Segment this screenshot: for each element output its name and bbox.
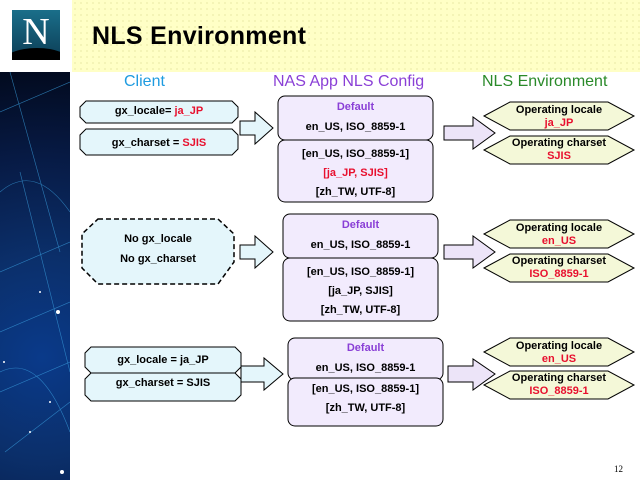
client-charset-label: gx_charset = SJIS — [115, 377, 211, 389]
env-locale-value: ja_JP — [544, 117, 574, 129]
config-list-box — [277, 139, 434, 203]
env-locale-hex — [482, 337, 636, 367]
column-heading-client: Client — [124, 73, 165, 90]
client-locale-key: gx_locale= — [114, 105, 175, 117]
config-default-value: en_US, ISO_8859-1 — [305, 121, 406, 133]
client-charset-label: gx_charset = SJIS — [80, 137, 238, 149]
client-no-charset-label: No gx_charset — [120, 253, 196, 265]
env-charset-label: Operating charset — [511, 255, 607, 267]
slide-title: NLS Environment — [92, 22, 307, 50]
config-default-value: en_US, ISO_8859-1 — [315, 362, 416, 374]
arrow-icon — [443, 116, 496, 150]
client-locale-label: gx_locale = ja_JP — [117, 354, 209, 366]
decorative-star-map-sidebar — [0, 72, 70, 480]
env-charset-label: Operating charset — [511, 372, 607, 384]
client-box-charset — [84, 372, 242, 402]
arrow-icon — [239, 110, 274, 146]
star-chart-lines — [0, 72, 70, 474]
client-box-charset — [79, 128, 239, 156]
env-locale-label: Operating locale — [515, 104, 603, 116]
client-box-empty — [81, 218, 235, 285]
client-no-locale-label: No gx_locale — [124, 233, 192, 245]
client-locale-label: gx_locale= ja_JP — [80, 105, 238, 117]
env-locale-label: Operating locale — [515, 222, 603, 234]
netscape-logo: N — [12, 10, 60, 60]
config-default-label: Default — [341, 219, 380, 231]
config-default-value: en_US, ISO_8859-1 — [310, 239, 411, 251]
env-locale-hex — [482, 219, 636, 249]
config-list-item: [en_US, ISO_8859-1] — [307, 266, 414, 278]
config-list-item-matched: [ja_JP, SJIS] — [323, 167, 388, 179]
client-charset-value: SJIS — [182, 137, 207, 149]
arrow-icon — [239, 234, 274, 270]
env-locale-hex — [482, 101, 636, 131]
client-charset-key: gx_charset = — [111, 137, 183, 149]
column-heading-environment: NLS Environment — [482, 73, 608, 90]
env-charset-value: ISO_8859-1 — [529, 385, 589, 397]
env-charset-value: ISO_8859-1 — [529, 268, 589, 280]
column-heading-config: NAS App NLS Config — [273, 73, 425, 90]
config-list-item: [zh_TW, UTF-8] — [315, 186, 396, 198]
config-list-box — [282, 257, 439, 322]
config-default-label: Default — [336, 101, 375, 113]
arrow-icon — [447, 358, 496, 391]
page-number: 12 — [614, 464, 623, 474]
config-list-item: [en_US, ISO_8859-1] — [312, 383, 419, 395]
config-default-label: Default — [346, 342, 385, 354]
env-charset-label: Operating charset — [511, 137, 607, 149]
config-list-item: [ja_JP, SJIS] — [328, 285, 393, 297]
config-list-item: [en_US, ISO_8859-1] — [302, 148, 409, 160]
arrow-icon — [240, 356, 284, 392]
env-charset-hex — [482, 370, 636, 400]
config-list-item: [zh_TW, UTF-8] — [325, 402, 406, 414]
config-list-item: [zh_TW, UTF-8] — [320, 304, 401, 316]
config-list-box — [287, 377, 444, 427]
env-charset-hex — [482, 253, 636, 283]
client-locale-value: ja_JP — [174, 105, 204, 117]
env-locale-label: Operating locale — [515, 340, 603, 352]
env-locale-value: en_US — [541, 353, 577, 365]
env-charset-value: SJIS — [547, 150, 571, 162]
env-charset-hex — [482, 135, 636, 165]
logo-letter: N — [22, 11, 50, 53]
client-box-locale — [79, 100, 239, 124]
env-locale-value: en_US — [541, 235, 577, 247]
arrow-icon — [443, 235, 496, 269]
title-band — [72, 0, 640, 72]
logo-horizon — [12, 48, 60, 60]
